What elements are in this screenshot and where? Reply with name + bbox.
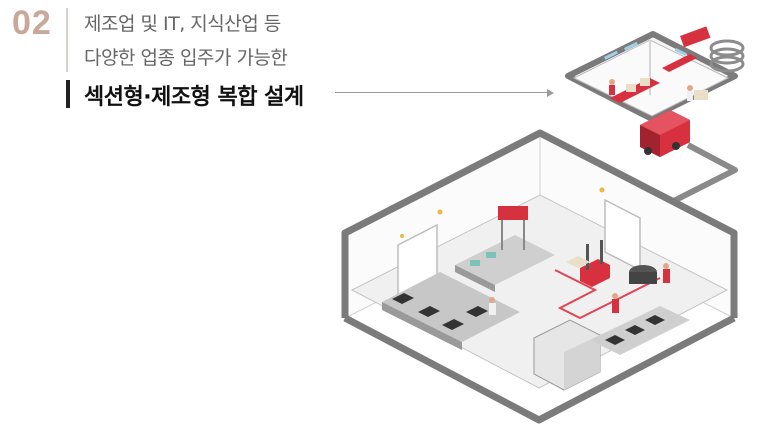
forklift-icon [566,240,610,287]
connector-arrow-icon [547,89,554,97]
connector-line [335,92,550,93]
section-number: 02 [12,4,52,42]
office-illustration [565,26,745,121]
delivery-truck-icon [640,110,690,157]
headline-marker [66,80,70,108]
subtitle-line-2: 다양한 업종 입주가 가능한 [84,47,288,69]
divider-line [66,8,68,72]
headline: 섹션형·제조형 복합 설계 [84,85,304,110]
subtitle-line-1: 제조업 및 IT, 지식산업 등 [84,13,281,35]
